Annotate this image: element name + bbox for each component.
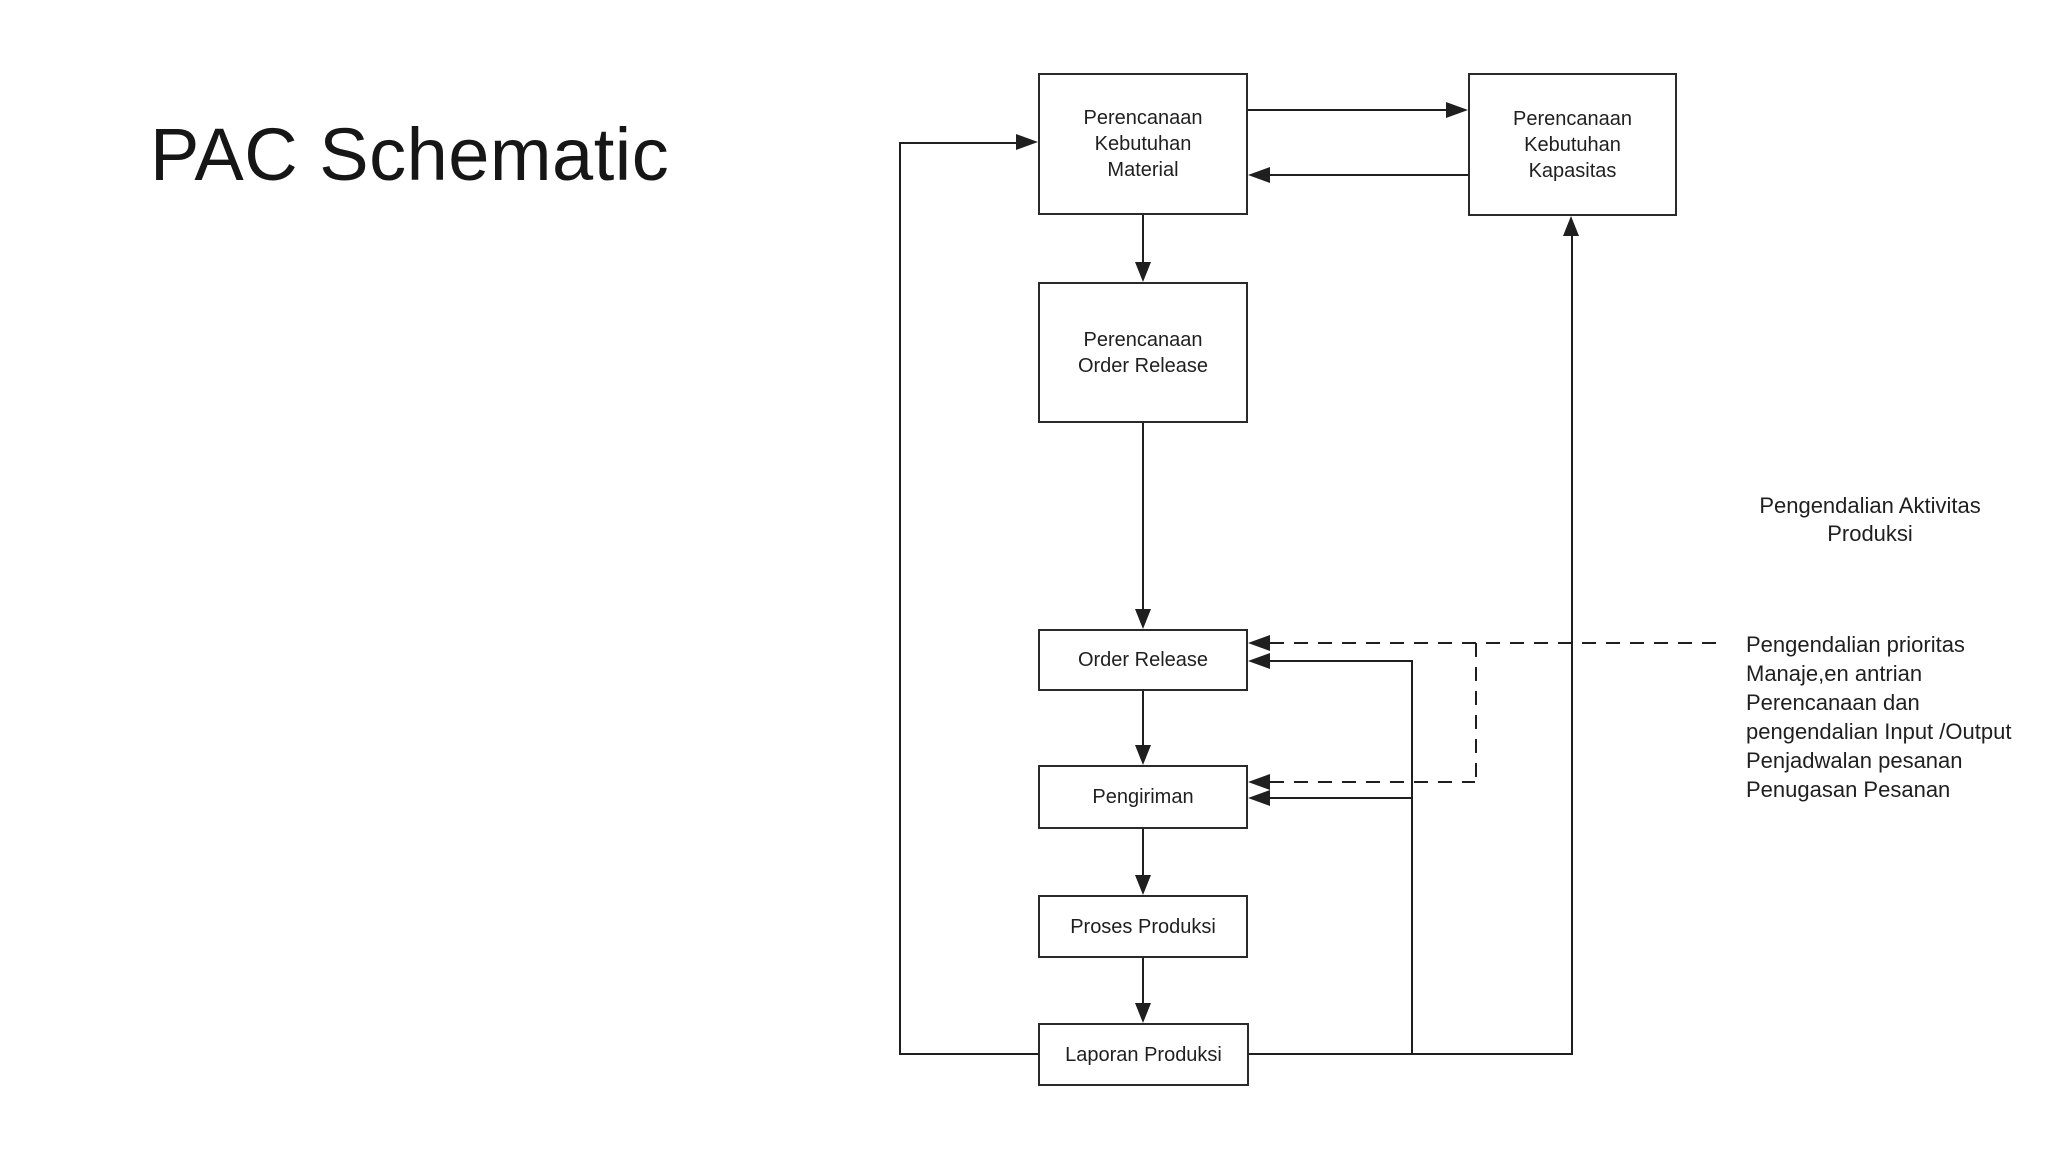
edge-por-to-orderrelease-arrowhead-icon bbox=[1135, 609, 1151, 629]
node-perencanaan-kebutuhan-material: Perencanaan Kebutuhan Material bbox=[1038, 73, 1248, 215]
edge-laporan-to-crp-arrowhead-icon bbox=[1563, 216, 1579, 236]
edge-laporan-to-mrp-top-line bbox=[899, 142, 1016, 144]
edge-proses-to-laporan-arrowhead-icon bbox=[1135, 1003, 1151, 1023]
edge-activities-to-pengiriman-dashed-line bbox=[1270, 781, 1475, 783]
activity-item: Pengendalian prioritas bbox=[1746, 632, 1965, 657]
activity-item: Manaje,en antrian bbox=[1746, 661, 1923, 686]
activity-item: pengendalian Input /Output bbox=[1746, 719, 2012, 744]
edge-laporan-to-crp-bottom-line bbox=[1249, 1053, 1573, 1055]
edge-proses-to-laporan-line bbox=[1142, 958, 1144, 1005]
edge-laporan-to-pengiriman-line bbox=[1270, 797, 1411, 799]
page-title: PAC Schematic bbox=[150, 113, 670, 196]
edge-laporan-to-orderrelease-line bbox=[1270, 660, 1411, 662]
edge-laporan-to-orderrelease-arrowhead-icon bbox=[1248, 653, 1270, 669]
edge-mrp-to-por-arrowhead-icon bbox=[1135, 262, 1151, 282]
node-perencanaan-order-release: Perencanaan Order Release bbox=[1038, 282, 1248, 423]
activity-list: Pengendalian prioritas Manaje,en antrian… bbox=[1746, 630, 2011, 804]
edge-pengiriman-to-proses-arrowhead-icon bbox=[1135, 875, 1151, 895]
edge-pengiriman-to-proses-line bbox=[1142, 829, 1144, 877]
pac-activities-label: Pengendalian Aktivitas Produksi bbox=[1759, 493, 1981, 546]
activity-item: Penugasan Pesanan bbox=[1746, 777, 1951, 802]
edge-laporan-to-mrp-vertical-line bbox=[899, 142, 901, 1054]
node-laporan-produksi: Laporan Produksi bbox=[1038, 1023, 1249, 1086]
activity-item: Penjadwalan pesanan bbox=[1746, 748, 1963, 773]
edge-orderrelease-to-pengiriman-arrowhead-icon bbox=[1135, 745, 1151, 765]
edge-laporan-to-crp-vertical-line bbox=[1571, 236, 1573, 1054]
edge-laporan-to-mrp-arrowhead-icon bbox=[1016, 134, 1038, 150]
node-proses-produksi: Proses Produksi bbox=[1038, 895, 1248, 958]
edge-por-to-orderrelease-line bbox=[1142, 423, 1144, 611]
edge-mrp-to-por-line bbox=[1142, 215, 1144, 264]
edge-laporan-to-mrp-bottom-line bbox=[899, 1053, 1038, 1055]
edge-activities-to-orderrelease-arrowhead-icon bbox=[1248, 635, 1270, 651]
node-order-release: Order Release bbox=[1038, 629, 1248, 691]
edge-crp-to-mrp-line bbox=[1270, 174, 1468, 176]
edge-activities-to-orderrelease-dashed-line bbox=[1270, 642, 1722, 644]
edge-activities-to-pengiriman-arrowhead-icon bbox=[1248, 774, 1270, 790]
edge-laporan-to-pengiriman-arrowhead-icon bbox=[1248, 790, 1270, 806]
node-perencanaan-kebutuhan-kapasitas: Perencanaan Kebutuhan Kapasitas bbox=[1468, 73, 1677, 216]
edge-activities-dashed-vertical-line bbox=[1475, 643, 1477, 782]
edge-mrp-to-crp-line bbox=[1248, 109, 1446, 111]
node-pengiriman: Pengiriman bbox=[1038, 765, 1248, 829]
edge-orderrelease-to-pengiriman-line bbox=[1142, 691, 1144, 747]
edge-crp-to-mrp-arrowhead-icon bbox=[1248, 167, 1270, 183]
edge-laporan-control-vertical-line bbox=[1411, 660, 1413, 1054]
activity-item: Perencanaan dan bbox=[1746, 690, 1920, 715]
edge-mrp-to-crp-arrowhead-icon bbox=[1446, 102, 1468, 118]
